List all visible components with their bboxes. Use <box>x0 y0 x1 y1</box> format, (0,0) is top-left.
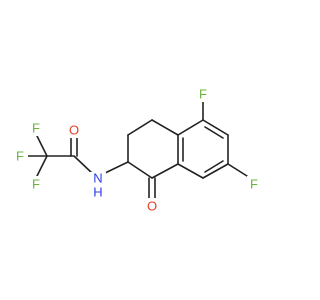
atom-f-ring-top-label: F <box>199 87 207 102</box>
atom-o-ketone-label: O <box>147 199 157 214</box>
bond-c8-c8a <box>177 163 204 179</box>
atom-f-left-label: F <box>16 149 24 164</box>
atom-n-label: N <box>93 171 102 186</box>
atom-f-left: F <box>13 148 28 164</box>
bond-c3-c1x <box>127 161 153 179</box>
atom-h-label: H <box>93 185 102 200</box>
bond-c5-c4a <box>151 119 179 136</box>
atom-o-amide: O <box>66 122 82 138</box>
bond-c1-f-top <box>36 135 48 157</box>
bond-c1x-c8a <box>151 163 179 179</box>
bond-c2-n <box>73 155 94 175</box>
bonds <box>26 101 248 199</box>
atom-f-ring-right-label: F <box>250 177 258 192</box>
atom-f-ring-right: F <box>247 176 262 192</box>
bond-c1-f-bottom <box>36 155 48 177</box>
atom-nh: N H <box>90 171 106 200</box>
bond-n-c3 <box>102 161 129 175</box>
atom-labels: F F F O N H O F F <box>13 86 262 214</box>
bond-c7-c8-inner <box>204 160 224 173</box>
atom-o-ketone: O <box>144 198 160 214</box>
atom-f-top-label: F <box>32 121 40 136</box>
bond-c5r-c6-inner <box>204 126 224 139</box>
bond-c5r-c6 <box>202 119 229 136</box>
atom-o-amide-label: O <box>69 123 79 138</box>
atom-f-ring-top: F <box>196 86 211 102</box>
atom-f-bottom-label: F <box>32 177 40 192</box>
bond-c7-c8 <box>202 163 229 179</box>
bond-c4a-c5r <box>177 119 204 136</box>
structure-diagram: F F F O N H O F F <box>13 86 262 214</box>
bond-c7-f <box>227 163 248 177</box>
atom-f-top: F <box>29 120 44 136</box>
atom-f-bottom: F <box>29 176 44 192</box>
bond-c4-c5 <box>127 119 153 136</box>
molecule-canvas: F F F O N H O F F <box>13 86 262 214</box>
